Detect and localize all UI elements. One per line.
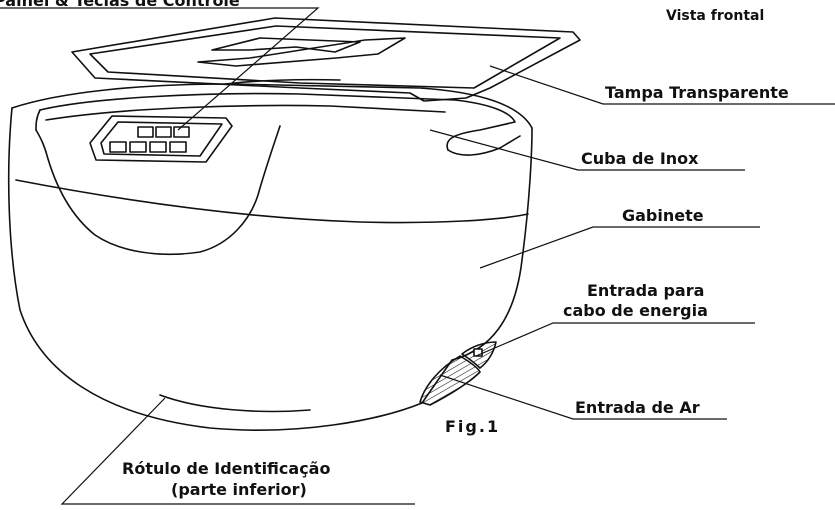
label-control-panel: Painel & Teclas de Controle xyxy=(0,0,240,10)
leader-id-label xyxy=(60,397,415,505)
cabinet-body xyxy=(7,78,533,431)
leader-air-inlet xyxy=(439,374,727,420)
leader-cabinet xyxy=(479,226,760,269)
control-panel xyxy=(89,115,233,163)
figure-caption: Fig.1 xyxy=(445,417,501,436)
leader-lid xyxy=(489,65,835,105)
label-id-label-line1: Rótulo de Identificação xyxy=(122,459,331,478)
label-cabinet: Gabinete xyxy=(622,206,704,225)
leader-tank xyxy=(429,129,745,171)
label-power-inlet-line2: cabo de energia xyxy=(563,301,708,320)
view-title: Vista frontal xyxy=(666,8,765,24)
label-air-inlet: Entrada de Ar xyxy=(575,398,700,417)
label-id-label-line2: (parte inferior) xyxy=(171,480,307,499)
transparent-lid xyxy=(71,17,581,102)
label-stainless-tank: Cuba de Inox xyxy=(581,149,699,168)
leader-control-panel xyxy=(0,7,320,131)
label-power-inlet-line1: Entrada para xyxy=(587,281,705,300)
air-inlet-grille xyxy=(419,355,481,406)
leader-power-inlet xyxy=(475,322,755,357)
label-transparent-lid: Tampa Transparente xyxy=(605,83,789,102)
